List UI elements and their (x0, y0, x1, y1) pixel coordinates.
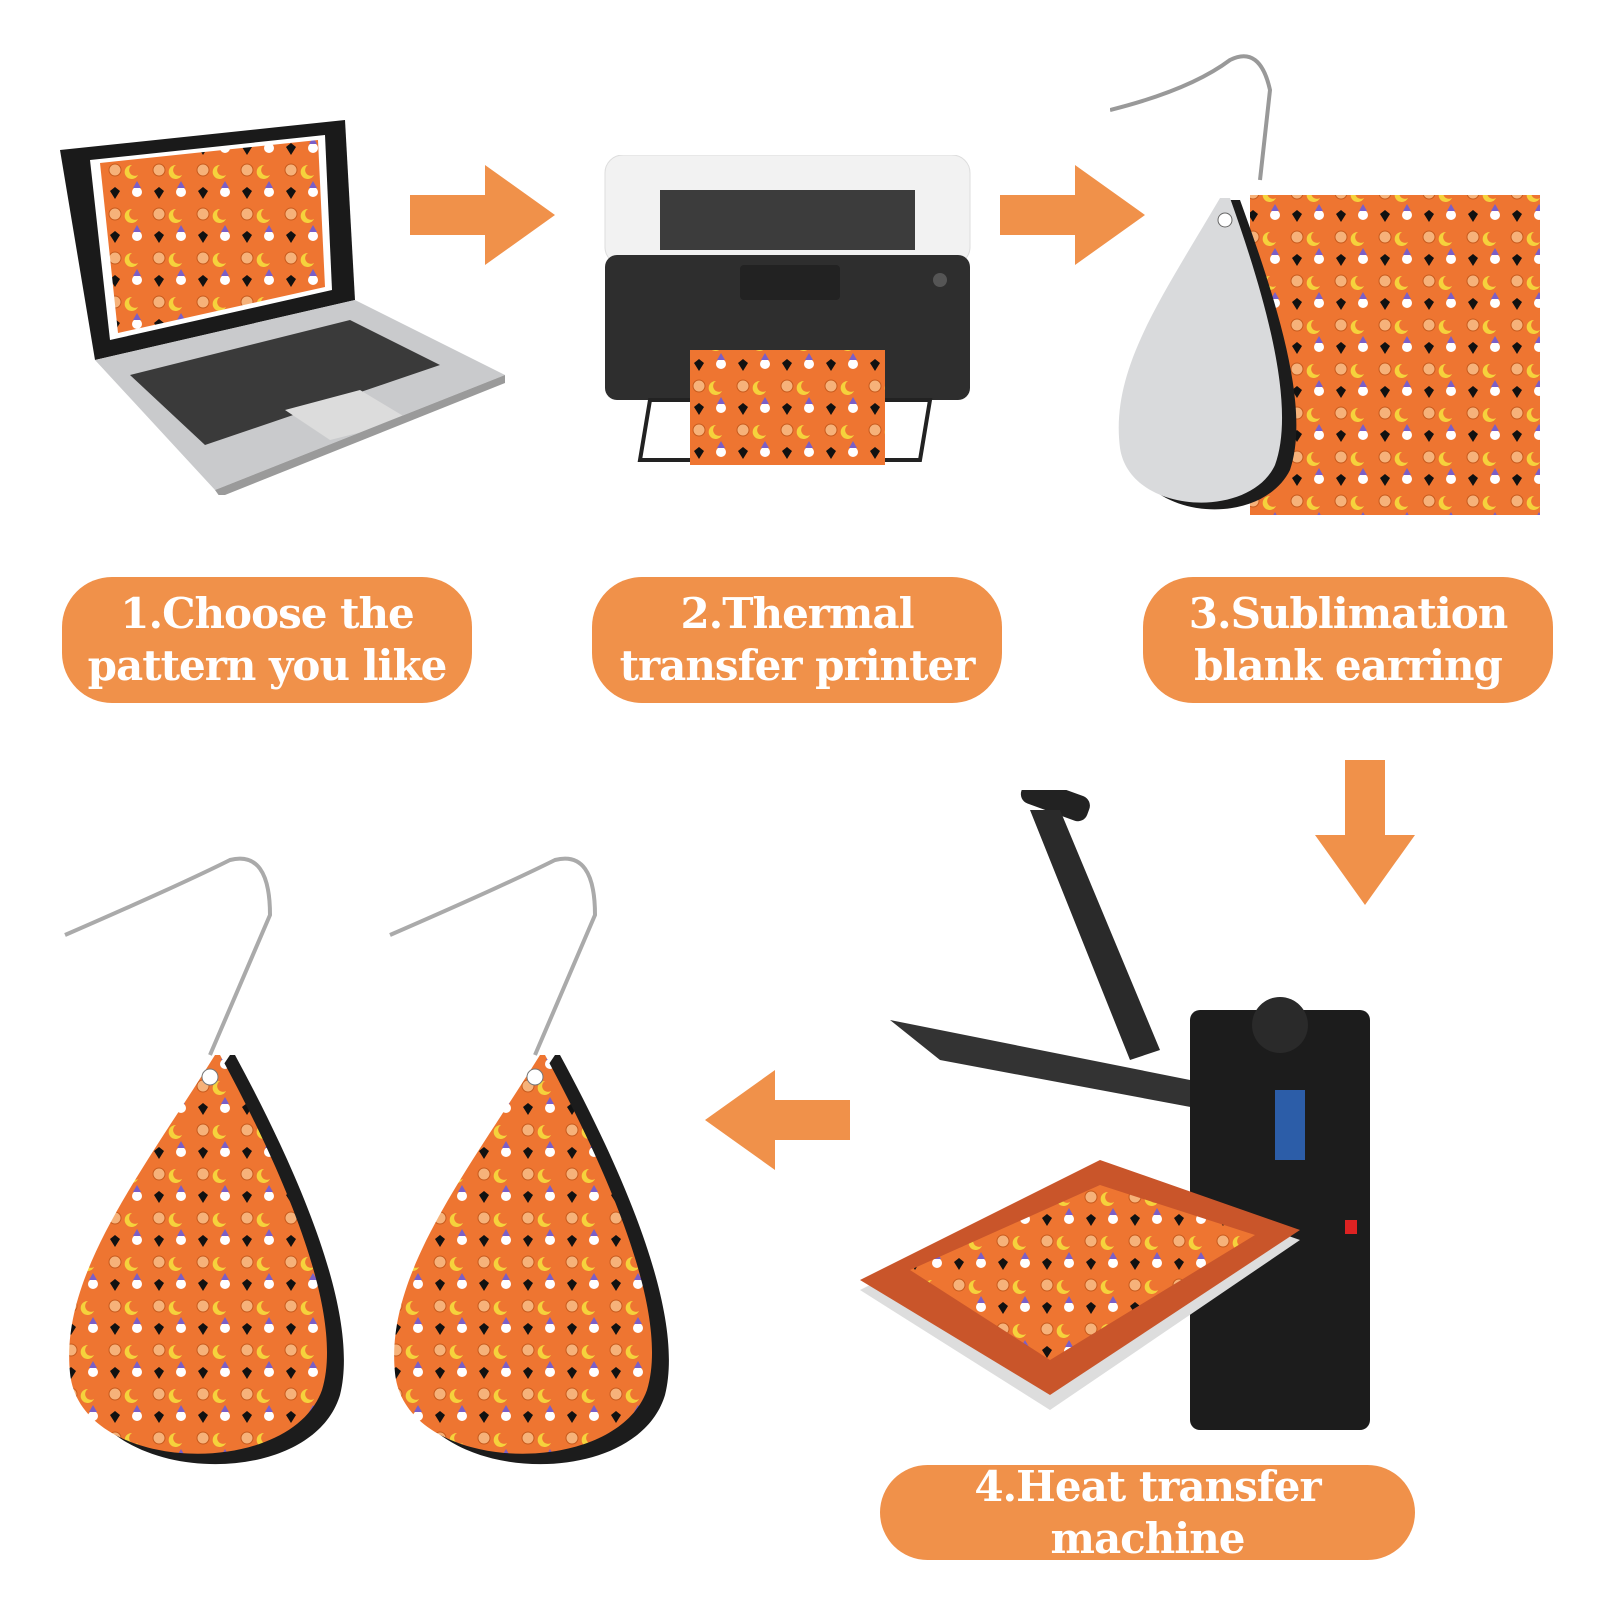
arrow-down-icon (1315, 760, 1415, 905)
step-1-line-1: 1.Choose the (120, 589, 414, 638)
step-3-line-1: 3.Sublimation (1188, 589, 1509, 638)
printer-illustration (604, 155, 971, 465)
step-3-line-2: blank earring (1194, 641, 1503, 690)
blank-earring-illustration (1110, 54, 1540, 515)
step-2-line-1: 2.Thermal (680, 589, 914, 638)
step-4-label: 4.Heat transfer machine (880, 1462, 1415, 1563)
arrow-right-icon (410, 165, 555, 265)
step-2-line-2: transfer printer (619, 641, 976, 690)
step-1-line-2: pattern you like (87, 641, 448, 690)
step-4-line-1: 4.Heat transfer machine (974, 1461, 1321, 1563)
laptop-illustration (60, 120, 505, 495)
arrow-left-icon (705, 1070, 850, 1170)
arrow-right-icon (1000, 165, 1145, 265)
finished-earring-left (64, 856, 344, 1465)
heat-press-illustration (860, 790, 1370, 1430)
finished-earring-right (389, 856, 669, 1465)
